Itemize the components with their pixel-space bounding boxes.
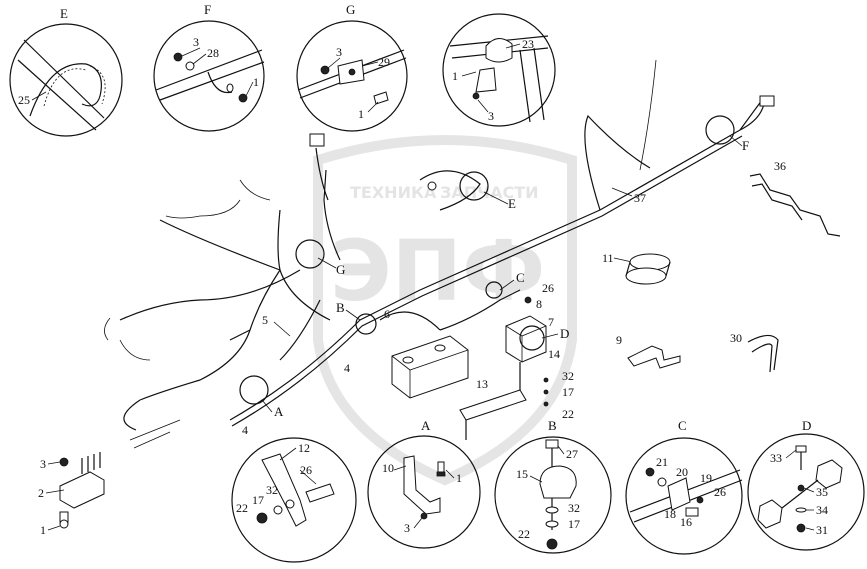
detail-C-callout-16: 16: [680, 515, 692, 529]
detail-G-title: G: [346, 2, 355, 17]
zone-letter-C: C: [516, 270, 525, 285]
callout-8: 8: [536, 297, 542, 311]
detail-23-callout-3: 3: [488, 109, 494, 123]
detail-clamp-23: 23 1 3: [442, 13, 556, 127]
main-harness-view: G E F C B D A 37 36 11 9 30 26 8 7 6 5 4…: [104, 59, 841, 449]
zone-letter-F: F: [742, 138, 749, 153]
callout-22: 22: [562, 407, 574, 421]
callout-4-lower: 4: [242, 423, 248, 437]
detail-A-callout-3: 3: [404, 521, 410, 535]
detail-D-callout-35: 35: [816, 485, 828, 499]
detail-B: B 27 15 32 17 22: [494, 418, 612, 554]
detail-C: C 21 20 19 26 18 16: [625, 418, 743, 555]
callout-5: 5: [262, 313, 268, 327]
detail-C-callout-18: 18: [664, 507, 676, 521]
detail-F-callout-3: 3: [193, 35, 199, 49]
detail-12-callout-26: 26: [300, 463, 312, 477]
watermark: ТЕХНИКА ЗАПЧАСТИ ЭПФ: [313, 135, 577, 486]
detail-12-callout-22: 22: [236, 501, 248, 515]
callout-14: 14: [548, 347, 560, 361]
detail-A-callout-10: 10: [382, 461, 394, 475]
detail-A: A 10 1 3: [367, 418, 481, 549]
detail-B-callout-15: 15: [516, 467, 528, 481]
callout-11: 11: [602, 251, 614, 265]
detail-C-callout-21: 21: [656, 455, 668, 469]
callout-7: 7: [548, 315, 554, 329]
watermark-brand-text-2: ЗАПЧАСТИ: [440, 183, 539, 202]
callout-6: 6: [384, 307, 390, 321]
detail-C-title: C: [678, 418, 687, 433]
detail-bracket-12: 12 26 32 17 22: [231, 437, 357, 563]
zone-letter-A: A: [274, 404, 284, 419]
watermark-brand-text: ТЕХНИКА: [350, 183, 437, 202]
detail-B-title: B: [548, 418, 557, 433]
detail-B-callout-17: 17: [568, 517, 580, 531]
standalone-callout-2: 2: [38, 486, 44, 500]
callout-36: 36: [774, 159, 786, 173]
callout-30: 30: [730, 331, 742, 345]
zone-letter-D: D: [560, 326, 569, 341]
detail-G-callout-3: 3: [336, 45, 342, 59]
detail-12-callout-32: 32: [266, 483, 278, 497]
detail-F-title: F: [204, 2, 211, 17]
detail-G-callout-29: 29: [378, 55, 390, 69]
detail-B-callout-32: 32: [568, 501, 580, 515]
detail-E-title: E: [60, 6, 68, 21]
detail-D-callout-31: 31: [816, 523, 828, 537]
detail-23-callout-1: 1: [452, 69, 458, 83]
detail-F-callout-28: 28: [207, 46, 219, 60]
detail-12-callout-17: 17: [252, 493, 264, 507]
standalone-callout-3: 3: [40, 457, 46, 471]
detail-A-callout-1: 1: [456, 471, 462, 485]
zone-letter-B: B: [336, 300, 345, 315]
callout-13: 13: [476, 377, 488, 391]
detail-B-callout-27: 27: [566, 447, 578, 461]
detail-12-callout-12: 12: [298, 441, 310, 455]
callout-32: 32: [562, 369, 574, 383]
callout-26: 26: [542, 281, 554, 295]
callout-4-upper: 4: [344, 361, 350, 375]
detail-G-callout-1: 1: [358, 107, 364, 121]
detail-G: G 3 29 1: [296, 2, 408, 132]
detail-F-callout-1: 1: [253, 75, 259, 89]
detail-E: E 25: [9, 6, 123, 137]
detail-E-callout-25: 25: [18, 93, 30, 107]
detail-D-callout-33: 33: [770, 451, 782, 465]
detail-D-callout-34: 34: [816, 503, 828, 517]
detail-D: D 33 35 34 31: [747, 418, 865, 551]
detail-A-title: A: [421, 418, 431, 433]
detail-D-title: D: [802, 418, 811, 433]
detail-C-callout-20: 20: [676, 465, 688, 479]
standalone-callout-1: 1: [40, 523, 46, 537]
zone-letter-G: G: [336, 262, 345, 277]
detail-23-callout-23: 23: [522, 37, 534, 51]
detail-C-callout-26: 26: [714, 485, 726, 499]
watermark-letters: ЭПФ: [330, 222, 545, 320]
callout-9: 9: [616, 333, 622, 347]
zone-letter-E: E: [508, 196, 516, 211]
callout-37: 37: [634, 191, 646, 205]
detail-F: F 3 28 1: [153, 2, 265, 132]
detail-B-callout-22: 22: [518, 527, 530, 541]
callout-17: 17: [562, 385, 574, 399]
detail-C-callout-19: 19: [700, 471, 712, 485]
standalone-part: 3 2 1: [38, 452, 105, 537]
